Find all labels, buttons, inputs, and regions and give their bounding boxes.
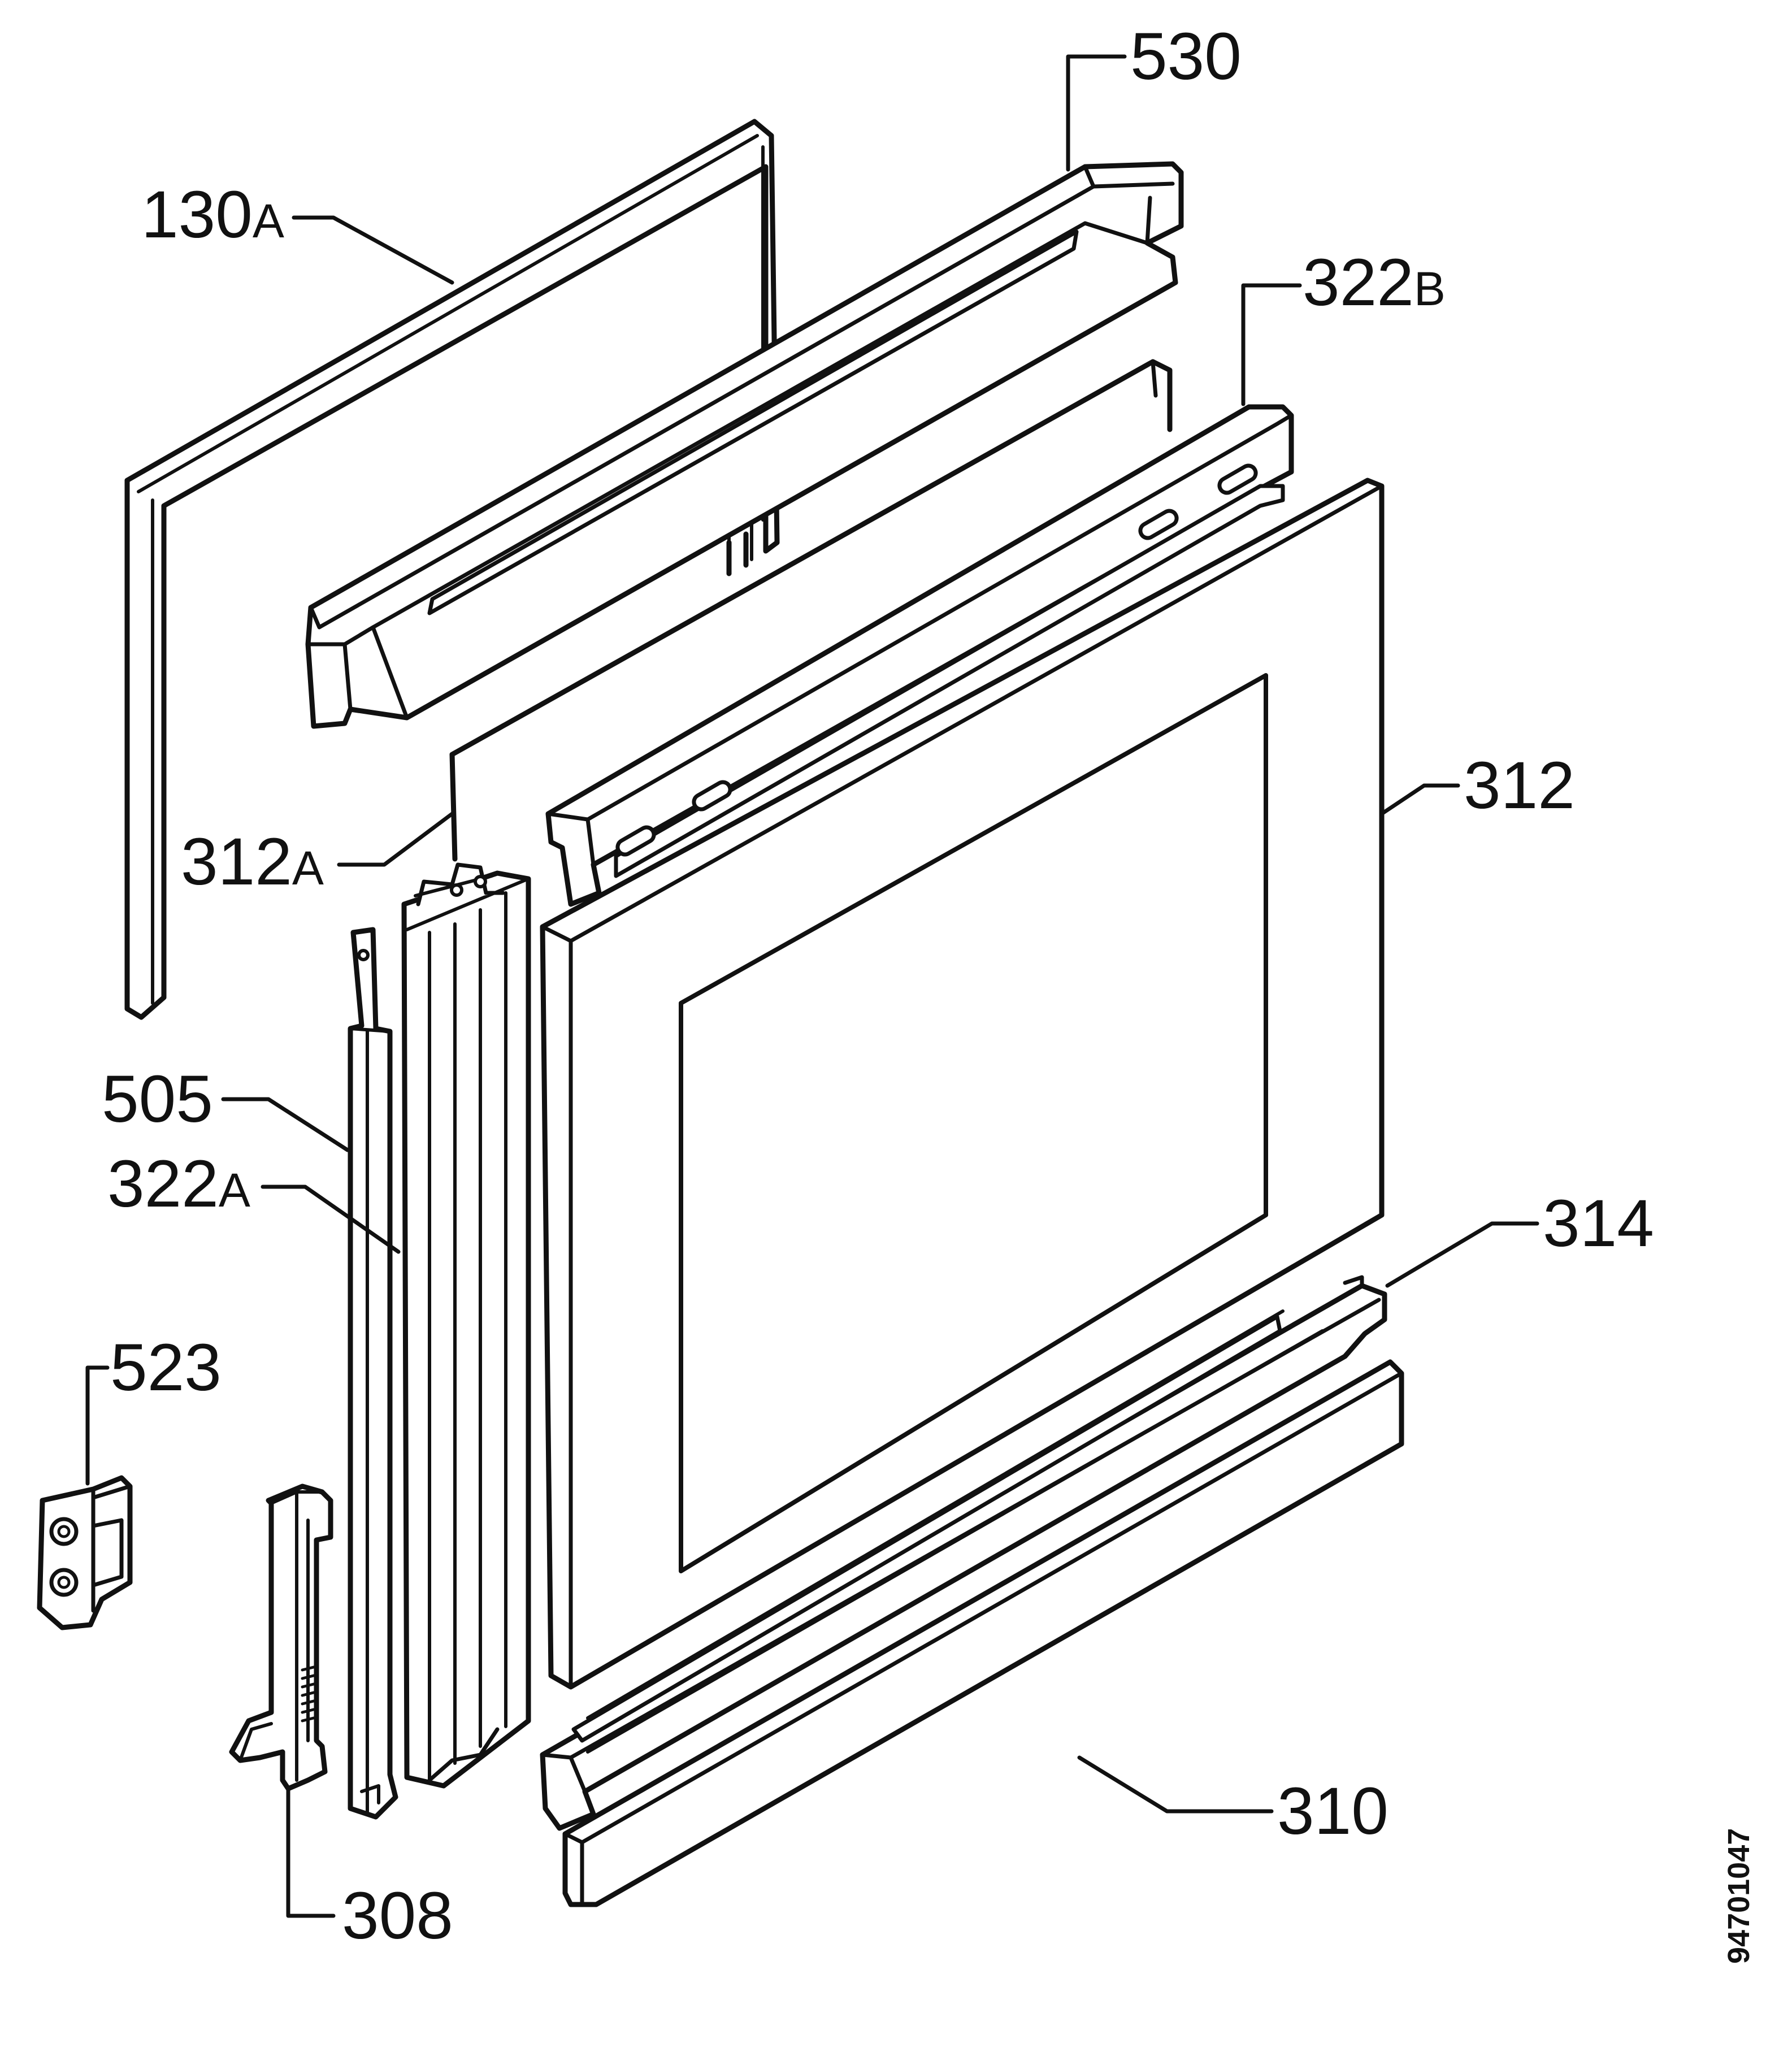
part-308-hinge [229,1483,333,1791]
leader-530 [1066,54,1127,172]
leader-314 [1385,1221,1539,1288]
label-314: 314 [1543,1186,1654,1261]
drawing-code: 94701047 [1722,1828,1756,1964]
leader-lines [85,54,1539,1918]
leader-523 [85,1365,110,1486]
part-523-hinge-bracket [37,1475,133,1630]
part-530-top-profile [305,161,1184,729]
part-310-bottom-trim [562,1359,1404,1907]
part-312a-inner-glass [449,359,1173,862]
leader-322b [1241,283,1302,406]
leader-308 [286,1786,336,1918]
part-505-hinge-strip [348,927,398,1820]
leader-505 [221,1097,350,1152]
part-314-lower-rail [540,1275,1387,1831]
leader-322a [261,1185,401,1254]
leader-130a [292,215,454,285]
part-312-main-glass [540,478,1385,1690]
label-312a: 312A [181,825,324,899]
label-310: 310 [1277,1774,1389,1849]
label-322a: 322A [107,1147,250,1221]
leader-312a [337,812,454,867]
leader-312 [1379,783,1460,816]
label-530: 530 [1130,19,1242,94]
label-308: 308 [342,1879,453,1953]
leader-310 [1077,1755,1274,1814]
label-523: 523 [110,1330,222,1405]
label-312: 312 [1464,748,1575,823]
label-505: 505 [102,1062,213,1136]
part-322b-upper-rail [545,404,1294,907]
label-322b: 322B [1303,245,1446,320]
part-322a-side-profile [401,862,531,1789]
label-130a: 130A [141,177,284,252]
